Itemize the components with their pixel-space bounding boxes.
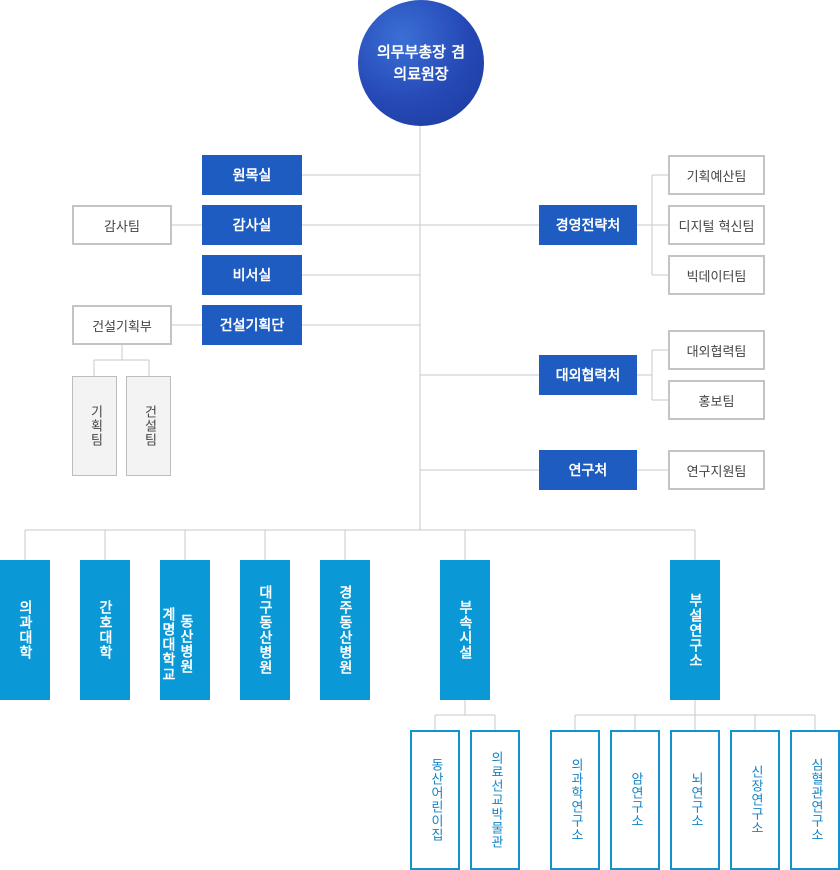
sub-cancer-label: 암연구소 [628, 772, 643, 828]
office-construction: 건설기획단 [202, 305, 302, 345]
office-gamsa: 감사실 [202, 205, 302, 245]
building-team: 건설팀 [126, 376, 171, 476]
president-title-line1: 의무부총장 겸 [376, 43, 466, 61]
sub-cardiovascular: 심혈관연구소 [790, 730, 840, 870]
unit-nursing-label: 간호대학 [97, 600, 113, 660]
sub-mission-museum-label: 의료선교박물관 [488, 751, 503, 849]
division-research: 연구처 [539, 450, 637, 490]
unit-affiliated-label: 부속시설 [457, 600, 473, 660]
sub-medical-science: 의과학연구소 [550, 730, 600, 870]
team-bigdata: 빅데이터팀 [668, 255, 765, 295]
president-title-line2: 의료원장 [393, 65, 449, 83]
office-wonmok: 원목실 [202, 155, 302, 195]
unit-dongsan-line2: 계명대학교 [160, 606, 176, 682]
unit-daegu-hospital: 대구동산병원 [240, 560, 290, 700]
unit-gyeongju-hospital: 경주동산병원 [320, 560, 370, 700]
sub-kidney-label: 신장연구소 [748, 765, 763, 835]
team-planning-budget: 기획예산팀 [668, 155, 765, 195]
sub-mission-museum: 의료선교박물관 [470, 730, 520, 870]
sub-daycare-label: 동산어린이집 [428, 758, 443, 842]
unit-institutes: 부설연구소 [670, 560, 720, 700]
sub-brain-label: 뇌연구소 [688, 772, 703, 828]
unit-daegu-label: 대구동산병원 [257, 585, 273, 675]
unit-affiliated: 부속시설 [440, 560, 490, 700]
sub-daycare: 동산어린이집 [410, 730, 460, 870]
division-strategy: 경영전략처 [539, 205, 637, 245]
team-external-cooperation: 대외협력팀 [668, 330, 765, 370]
unit-gyeongju-label: 경주동산병원 [337, 585, 353, 675]
unit-nursing: 간호대학 [80, 560, 130, 700]
planning-team: 기획팀 [72, 376, 117, 476]
unit-medicine: 의과대학 [0, 560, 50, 700]
unit-medicine-label: 의과대학 [17, 600, 33, 660]
construction-dept: 건설기획부 [72, 305, 172, 345]
unit-dongsan-hospital-label: 동산병원 계명대학교 [160, 607, 194, 682]
division-external: 대외협력처 [539, 355, 637, 395]
sub-brain: 뇌연구소 [670, 730, 720, 870]
sub-cancer: 암연구소 [610, 730, 660, 870]
building-team-label: 건설팀 [141, 405, 157, 447]
sub-medical-science-label: 의과학연구소 [568, 758, 583, 842]
audit-team: 감사팀 [72, 205, 172, 245]
planning-team-label: 기획팀 [87, 405, 103, 447]
unit-dongsan-line1: 동산병원 [178, 614, 194, 674]
president-node: 의무부총장 겸 의료원장 [358, 0, 484, 126]
team-research-support: 연구지원팀 [668, 450, 765, 490]
unit-institutes-label: 부설연구소 [687, 592, 703, 668]
sub-kidney: 신장연구소 [730, 730, 780, 870]
team-pr: 홍보팀 [668, 380, 765, 420]
team-digital-innovation: 디지털 혁신팀 [668, 205, 765, 245]
unit-dongsan-hospital: 동산병원 계명대학교 [160, 560, 210, 700]
office-biseo: 비서실 [202, 255, 302, 295]
sub-cardiovascular-label: 심혈관연구소 [808, 758, 823, 842]
